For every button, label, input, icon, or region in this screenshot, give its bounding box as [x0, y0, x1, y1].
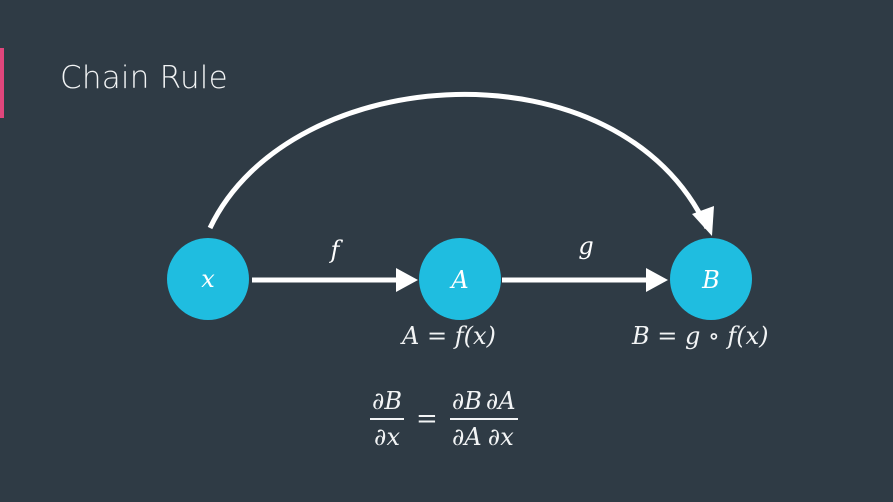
edge-label-g: g — [578, 232, 593, 260]
fraction-db-da: ∂B ∂A — [449, 386, 484, 452]
fraction-denominator: ∂x — [374, 423, 400, 451]
fraction-numerator: ∂B — [372, 387, 403, 415]
equals-sign: = — [416, 404, 438, 434]
node-a-label: A — [449, 266, 468, 294]
edge-x-to-b — [207, 91, 710, 230]
equation-a-definition: A = f(x) — [402, 322, 496, 350]
fraction-numerator: ∂B — [451, 387, 482, 415]
edge-label-f: f — [329, 236, 344, 264]
node-x-label: x — [201, 265, 215, 293]
node-b-label: B — [701, 266, 720, 294]
accent-bar — [0, 48, 4, 118]
chain-rule-formula: ∂B ∂x = ∂B ∂A ∂A ∂x — [370, 386, 518, 452]
fraction-denominator: ∂x — [487, 423, 514, 451]
fraction-bar — [449, 418, 484, 420]
fraction-db-dx: ∂B ∂x — [370, 386, 405, 452]
edge-x-to-b-arrowhead — [692, 206, 714, 236]
node-b — [670, 238, 752, 320]
edge-x-to-a-arrowhead — [396, 268, 418, 292]
fraction-bar — [370, 418, 405, 420]
fraction-numerator: ∂A — [485, 387, 516, 415]
fraction-denominator: ∂A — [451, 423, 482, 451]
fraction-da-dx: ∂A ∂x — [483, 386, 518, 452]
slide-title: Chain Rule — [60, 60, 228, 96]
node-x — [167, 238, 249, 320]
edge-a-to-b-arrowhead — [646, 268, 668, 292]
fraction-bar — [483, 418, 518, 420]
equation-b-definition: B = g ∘ f(x) — [632, 322, 769, 350]
node-a — [419, 238, 501, 320]
